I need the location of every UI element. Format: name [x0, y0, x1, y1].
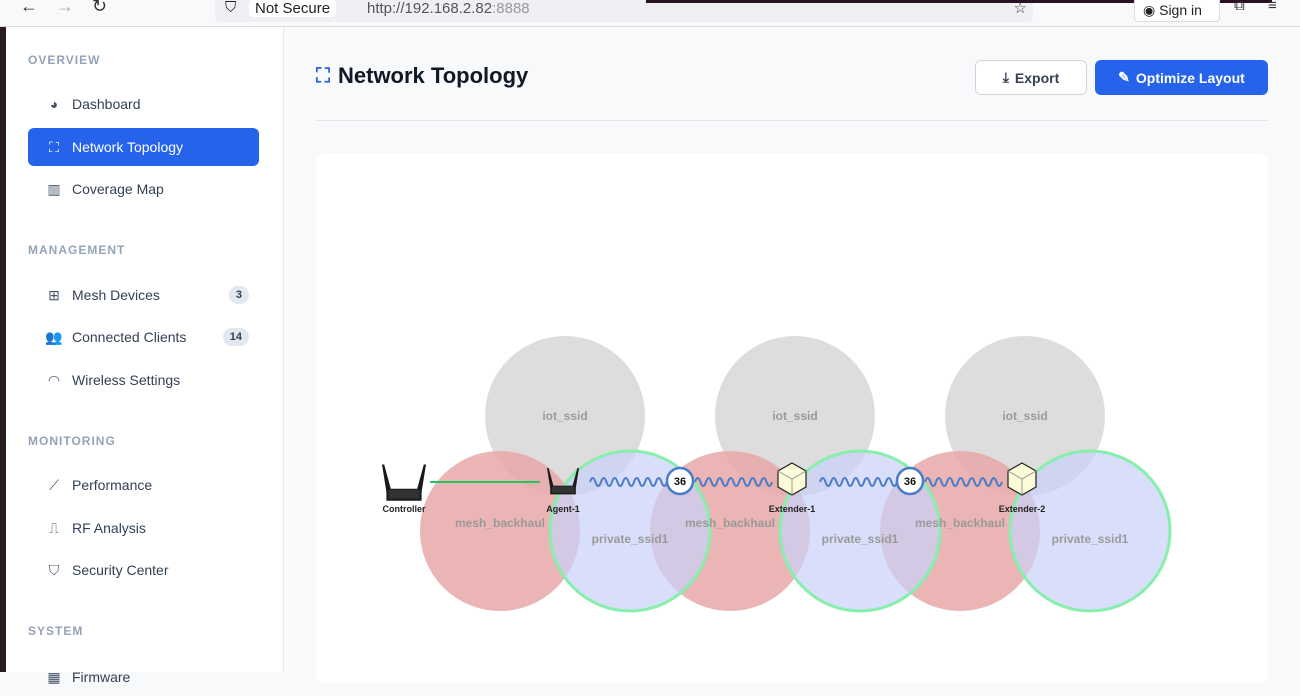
- channel-badge: [895, 466, 925, 496]
- sitemap-icon: ⛶: [49, 138, 59, 155]
- export-label: Export: [1014, 69, 1060, 86]
- private-ssid-label: private_ssid1: [592, 532, 669, 546]
- sidebar-item-network-topology[interactable]: ⛶ Network Topology: [28, 128, 259, 166]
- sidebar-item-coverage-map[interactable]: ▥ Coverage Map: [28, 170, 259, 208]
- sidebar-item-firmware[interactable]: ▦ Firmware: [28, 658, 259, 696]
- sidebar-item-dashboard[interactable]: ◕ Dashboard: [28, 85, 259, 123]
- users-icon: 👥: [45, 328, 63, 345]
- topology-svg[interactable]: iot_ssid mesh_backhaul private_ssid1 iot_ss…: [316, 153, 1268, 683]
- window-overlay: [646, 0, 1272, 3]
- iot-ssid-label: iot_ssid: [542, 409, 587, 423]
- chart-line-icon: ⟋: [49, 476, 59, 493]
- page-title: ⛶ Network Topology: [316, 63, 528, 89]
- section-monitoring: MONITORING: [28, 434, 116, 448]
- sign-in-button[interactable]: ◉ Sign in: [1134, 0, 1220, 22]
- sidebar-item-connected-clients[interactable]: 👥 Connected Clients 14: [28, 318, 259, 356]
- sidebar-item-label: Connected Clients: [72, 329, 187, 345]
- calendar-icon: ▦: [47, 668, 61, 685]
- controller-node-icon[interactable]: [382, 464, 426, 501]
- sitemap-icon: ⛶: [316, 64, 330, 87]
- private-ssid-label: private_ssid1: [822, 532, 899, 546]
- bookmark-star-icon[interactable]: ☆: [1013, 0, 1027, 17]
- browser-toolbar: ← → ↻ ⛉ Not Secure http://192.168.2.82:8…: [0, 0, 1300, 27]
- pencil-icon: ✎: [1118, 69, 1130, 85]
- agent-1-node-label: Agent-1: [546, 504, 580, 514]
- not-secure-label[interactable]: Not Secure: [249, 0, 337, 17]
- sidebar-item-rf-analysis[interactable]: ⎍ RF Analysis: [28, 509, 259, 547]
- mesh-ssid-label: mesh_backhaul: [455, 516, 545, 530]
- url-port: :8888: [492, 0, 530, 17]
- optimize-label: Optimize Layout: [1135, 69, 1245, 86]
- iot-ssid-label: iot_ssid: [1002, 409, 1047, 423]
- iot-ssid-label: iot_ssid: [772, 409, 817, 423]
- extender-1-node-label: Extender-1: [769, 504, 816, 514]
- controller-node-label: Controller: [382, 504, 425, 514]
- section-system: SYSTEM: [28, 624, 84, 638]
- clients-count-badge: 14: [222, 328, 249, 346]
- export-button[interactable]: ⤓ Export: [975, 60, 1087, 95]
- sidebar-item-label: RF Analysis: [72, 520, 146, 536]
- extender-2-node-label: Extender-2: [999, 504, 1046, 514]
- wireless-link: [819, 477, 898, 487]
- section-management: MANAGEMENT: [28, 243, 126, 257]
- forward-icon[interactable]: →: [56, 0, 74, 16]
- sidebar-item-label: Dashboard: [72, 96, 141, 112]
- mesh-devices-count-badge: 3: [228, 286, 249, 304]
- shield-icon: ⛉: [48, 561, 60, 578]
- gauge-icon: ◕: [49, 96, 59, 112]
- channel-label: 36: [674, 476, 686, 488]
- sidebar: OVERVIEW ◕ Dashboard ⛶ Network Topology ▥ C…: [0, 27, 284, 685]
- wireless-link: [924, 477, 1003, 487]
- private-ssid-label: private_ssid1: [1052, 532, 1129, 546]
- wireless-link: [694, 477, 773, 487]
- wireless-link: [589, 477, 668, 487]
- mesh-backhaul-coverage: [420, 451, 580, 611]
- sidebar-item-mesh-devices[interactable]: ⊞ Mesh Devices 3: [28, 276, 259, 314]
- mesh-ssid-label: mesh_backhaul: [685, 516, 775, 530]
- sidebar-item-label: Firmware: [72, 669, 131, 685]
- wifi-icon: ◠: [47, 371, 61, 388]
- waveform-icon: ⎍: [49, 519, 59, 536]
- sidebar-item-label: Wireless Settings: [72, 372, 181, 388]
- sidebar-item-wireless-settings[interactable]: ◠ Wireless Settings: [28, 361, 259, 399]
- back-icon[interactable]: ←: [20, 0, 38, 16]
- download-icon: ⤓: [1002, 69, 1009, 85]
- optimize-layout-button[interactable]: ✎ Optimize Layout: [1095, 60, 1268, 95]
- shield-icon: ⛉: [225, 0, 237, 16]
- sidebar-item-label: Security Center: [72, 562, 169, 578]
- network-icon: ⊞: [48, 286, 60, 303]
- section-overview: OVERVIEW: [28, 53, 101, 67]
- page-title-text: Network Topology: [338, 63, 529, 88]
- topology-canvas[interactable]: iot_ssid mesh_backhaul private_ssid1 iot_ss…: [316, 153, 1268, 683]
- address-bar[interactable]: ⛉ Not Secure http://192.168.2.82:8888 ☆: [215, 0, 1033, 22]
- divider: [316, 120, 1268, 121]
- private-ssid-coverage: [1008, 449, 1172, 613]
- extensions-icon[interactable]: ⧉: [1234, 0, 1245, 14]
- sidebar-item-label: Mesh Devices: [72, 287, 160, 303]
- mesh-ssid-label: mesh_backhaul: [915, 516, 1005, 530]
- sidebar-item-label: Coverage Map: [72, 181, 164, 197]
- sidebar-item-security-center[interactable]: ⛉ Security Center: [28, 551, 259, 589]
- sidebar-item-label: Performance: [72, 477, 153, 493]
- channel-label: 36: [904, 476, 916, 488]
- sidebar-item-label: Network Topology: [72, 139, 184, 155]
- menu-icon[interactable]: ≡: [1268, 0, 1277, 14]
- channel-badge: [665, 466, 695, 496]
- sidebar-item-performance[interactable]: ⟋ Performance: [28, 466, 259, 504]
- reload-icon[interactable]: ↻: [92, 0, 108, 16]
- map-icon: ▥: [47, 180, 61, 197]
- sign-in-label: Sign in: [1159, 2, 1202, 18]
- url-host: http://192.168.2.82: [367, 0, 493, 17]
